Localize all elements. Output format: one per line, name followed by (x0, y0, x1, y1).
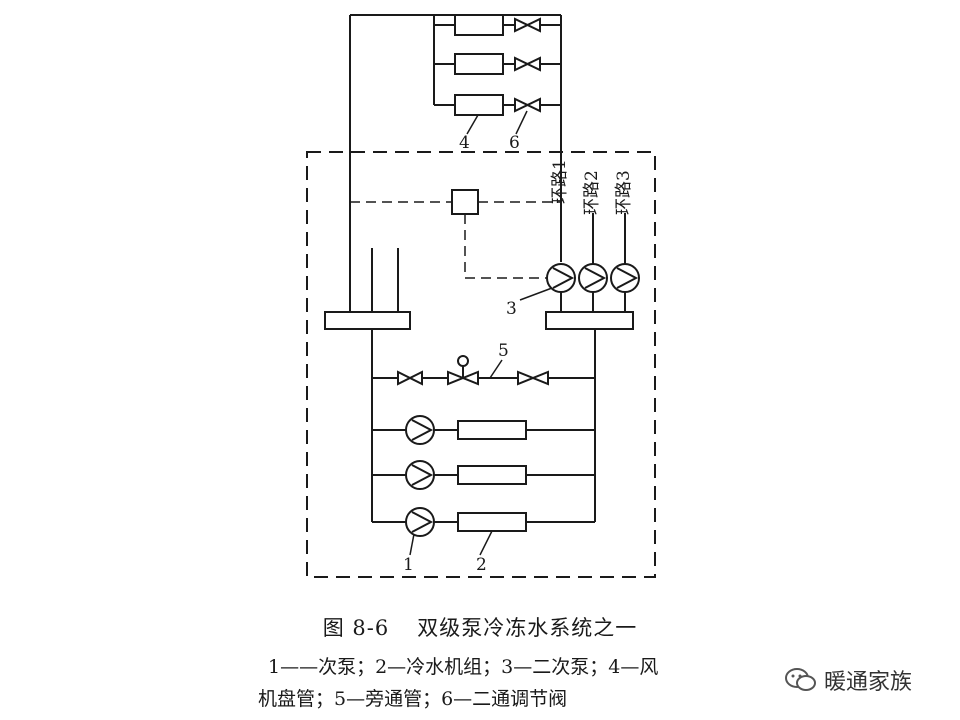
chiller-unit (457, 512, 527, 532)
return-header (324, 311, 411, 330)
chiller-row (372, 507, 595, 537)
chiller-row (372, 460, 595, 490)
legend-line-1: 1——次泵；2—冷水机组；3—二次泵；4—风 (268, 656, 659, 678)
wechat-icon (785, 668, 816, 691)
secondary-pump-icon (546, 263, 576, 293)
plant-room-boundary (306, 151, 656, 578)
secondary-pump-label: 3 (506, 299, 517, 319)
two-way-valve-icon (514, 17, 541, 33)
supply-header (545, 311, 634, 330)
bypass-valve-icon (397, 370, 423, 386)
two-way-valve-icon (514, 97, 541, 113)
two-way-valve-icon (514, 56, 541, 72)
figure-number: 图 8-6 (322, 616, 390, 640)
watermark: 暖通家族 (784, 664, 912, 696)
control-signal-line (350, 201, 561, 279)
bypass-label: 5 (498, 341, 509, 361)
watermark-text: 暖通家族 (824, 670, 913, 695)
fan-coil-label: 4 (459, 133, 470, 153)
bypass-control-valve-icon (447, 370, 479, 386)
secondary-pump-icon (610, 263, 640, 293)
chiller-unit (457, 465, 527, 485)
chilled-water-schematic: 4 6 3 5 1 2 环路1 环路2 环路3 (306, 14, 656, 578)
fan-coil-unit (454, 94, 504, 116)
fan-coil-unit (454, 53, 504, 75)
primary-pump-label: 1 (403, 555, 414, 575)
loop-2-label: 环路2 (582, 170, 602, 215)
chiller-unit (457, 420, 527, 440)
loop-1-label: 环路1 (550, 159, 570, 204)
fan-coil-unit (454, 14, 504, 36)
loop-3-label: 环路3 (614, 170, 634, 215)
figure-caption: 图 8-6 双级泵冷冻水系统之一 (0, 612, 960, 642)
two-way-valve-label: 6 (509, 133, 520, 153)
legend-line-2: 机盘管；5—旁通管；6—二通调节阀 (258, 688, 568, 710)
bypass-valve-icon (517, 370, 549, 386)
chiller-label: 2 (476, 555, 487, 575)
figure-title: 双级泵冷冻水系统之一 (417, 616, 638, 640)
controller-box (451, 189, 479, 215)
chiller-row (372, 415, 595, 445)
secondary-pump-icon (578, 263, 608, 293)
